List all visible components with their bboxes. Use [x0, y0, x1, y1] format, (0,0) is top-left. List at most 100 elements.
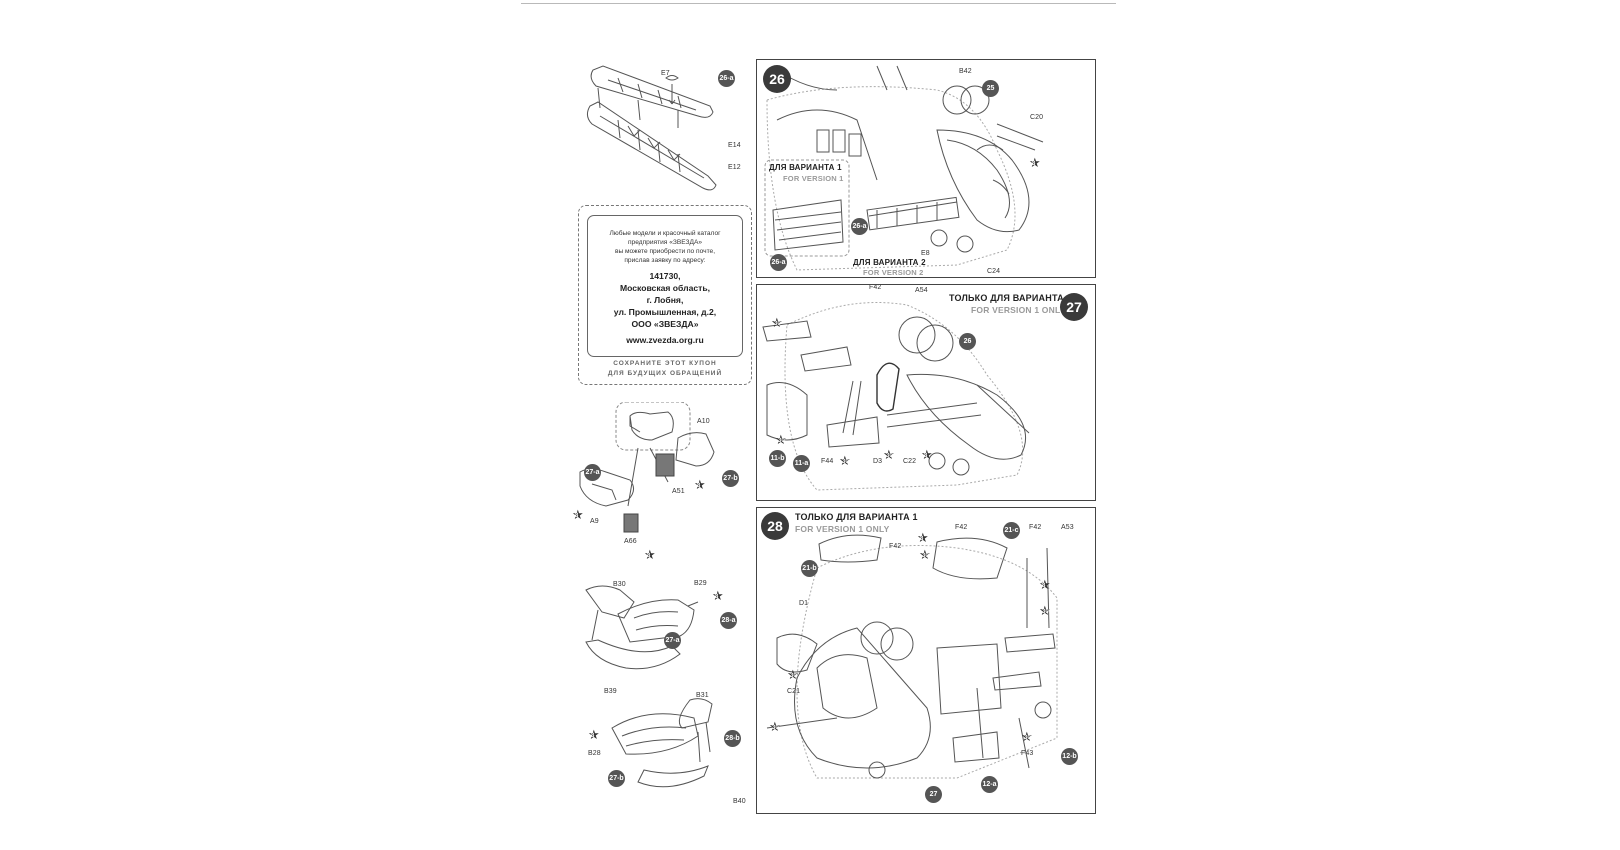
version1-title-en: FOR VERSION 1 [783, 174, 844, 183]
part-label: E14 [728, 142, 741, 149]
coupon-address-line: 141730, [649, 271, 681, 281]
step-badge: 27-a [584, 464, 601, 481]
step-badge: 26-a [718, 70, 735, 87]
part-label: C22 [903, 458, 917, 465]
version2-title-ru: ДЛЯ ВАРИАНТА 2 [853, 258, 926, 267]
step-number: 28 [761, 512, 789, 540]
wing-parts-drawing [586, 65, 717, 191]
step-badge: 27-b [608, 770, 625, 787]
part-label: C24 [987, 268, 1001, 275]
canopy-front-drawing [585, 585, 699, 670]
paint-star: ★30 [775, 432, 787, 447]
helicopter-step-27-drawing [762, 302, 1030, 491]
part-badge: 11-a [793, 455, 810, 472]
diagram-26a: E7 26-a E14 E12 [578, 58, 748, 198]
cockpit-seat-drawing [579, 402, 715, 533]
part-label: E12 [728, 164, 741, 171]
diagram-27-subassemblies: A10 A51 27-b 27-a A9 A66 ★8 ★8 ★8 [568, 402, 753, 574]
part-label: F43 [1021, 750, 1034, 757]
part-label: F42 [955, 524, 968, 531]
part-label: B28 [588, 750, 601, 757]
step-26-panel: 26 B42 25 C20 ★8 ДЛЯ ВАРИАНТА 1 FOR VERS… [756, 59, 1096, 278]
part-label: B42 [959, 68, 972, 75]
part-label: A53 [1061, 524, 1074, 531]
paint-star: ★8 [644, 547, 656, 562]
paint-star: ★8 [1039, 577, 1051, 592]
part-label: A51 [672, 488, 685, 495]
step-badge: 27-b [722, 470, 739, 487]
paint-star: ★30 [769, 719, 781, 734]
version2-title-en: FOR VERSION 2 [863, 268, 924, 277]
coupon-address-line: ООО «ЗВЕЗДА» [631, 319, 699, 329]
part-label: A66 [624, 538, 637, 545]
part-label: C20 [1030, 114, 1044, 121]
step-number: 26 [763, 65, 791, 93]
paint-star: ★8 [572, 507, 584, 522]
part-label: B31 [696, 692, 709, 699]
helicopter-step-28-drawing [766, 534, 1058, 779]
step-27-title-ru: ТОЛЬКО ДЛЯ ВАРИАНТА 1 [949, 293, 1072, 303]
coupon-intro-line: вы можете приобрести по почте, [614, 248, 716, 255]
part-badge: 21-b [801, 560, 818, 577]
part-label: F44 [821, 458, 834, 465]
paint-star: ★8 [1029, 155, 1041, 170]
part-label: A10 [697, 418, 710, 425]
version1-title-ru: ДЛЯ ВАРИАНТА 1 [769, 163, 842, 172]
part-badge: 26-a [770, 254, 787, 271]
diagram-28a: B30 B29 ★8 28-a 27-a B39 [578, 580, 748, 700]
top-rule [521, 3, 1116, 4]
part-label: A9 [590, 518, 599, 525]
paint-star: ★8 [712, 588, 724, 603]
paint-star: ★8 [921, 447, 933, 462]
coupon-intro-line: предприятия «ЗВЕЗДА» [627, 239, 703, 246]
part-label: E8 [921, 250, 930, 257]
part-label: F42 [1029, 524, 1042, 531]
step-27-panel: ТОЛЬКО ДЛЯ ВАРИАНТА 1 FOR VERSION 1 ONLY… [756, 284, 1096, 501]
part-label: B39 [604, 688, 617, 695]
paint-star: ★8 [694, 477, 706, 492]
paint-star: ★30 [883, 447, 895, 462]
part-label: B30 [613, 581, 626, 588]
canopy-rear-drawing [611, 698, 713, 788]
paint-star: ★30 [839, 453, 851, 468]
coupon-address-line: Московская область, [619, 283, 711, 293]
diagram-28b: B31 28-b ★8 B28 27-b B40 [578, 692, 748, 807]
part-label: F42 [889, 543, 902, 550]
part-badge: 26-a [851, 218, 868, 235]
paint-star: ★30 [919, 547, 931, 562]
paint-star: ★8 [588, 727, 600, 742]
paint-star: ★8 [917, 530, 929, 545]
part-label: E7 [661, 70, 670, 77]
coupon-frame: Любые модели и красочный каталог предпри… [587, 215, 743, 357]
part-badge: 11-b [769, 450, 786, 467]
part-badge: 26 [959, 333, 976, 350]
coupon-website: www.zvezda.org.ru [626, 335, 704, 345]
coupon-intro-line: прислав заявку по адресу: [624, 257, 706, 264]
step-number: 27 [1060, 293, 1088, 321]
part-badge: 21-c [1003, 522, 1020, 539]
part-badge: 27 [925, 786, 942, 803]
step-28-title-en: FOR VERSION 1 ONLY [795, 524, 890, 534]
part-label: C21 [787, 688, 801, 695]
coupon-address-line: ул. Промышленная, д.2, [613, 307, 717, 317]
step-badge: 28-b [724, 730, 741, 747]
part-badge: 12-b [1061, 748, 1078, 765]
paint-star: ★30 [787, 667, 799, 682]
paint-star: ★30 [1021, 729, 1033, 744]
part-label: B29 [694, 580, 707, 587]
part-label: B40 [733, 798, 746, 805]
paint-star: ★30 [771, 315, 783, 330]
part-badge: 25 [982, 80, 999, 97]
part-label: F42 [869, 284, 882, 291]
coupon-address-line: г. Лобня, [646, 295, 684, 305]
coupon-save-note: ДЛЯ БУДУЩИХ ОБРАЩЕНИЙ [607, 370, 723, 377]
step-badge: 27-a [664, 632, 681, 649]
coupon-intro-line: Любые модели и красочный каталог [609, 230, 721, 237]
helicopter-step-26-drawing [764, 65, 1044, 271]
part-label: D1 [799, 600, 809, 607]
step-badge: 28-a [720, 612, 737, 629]
step-28-title-ru: ТОЛЬКО ДЛЯ ВАРИАНТА 1 [795, 512, 918, 522]
step-28-panel: 28 ТОЛЬКО ДЛЯ ВАРИАНТА 1 FOR VERSION 1 O… [756, 507, 1096, 814]
step-27-title-en: FOR VERSION 1 ONLY [971, 305, 1066, 315]
paint-star: ★30 [1039, 603, 1051, 618]
